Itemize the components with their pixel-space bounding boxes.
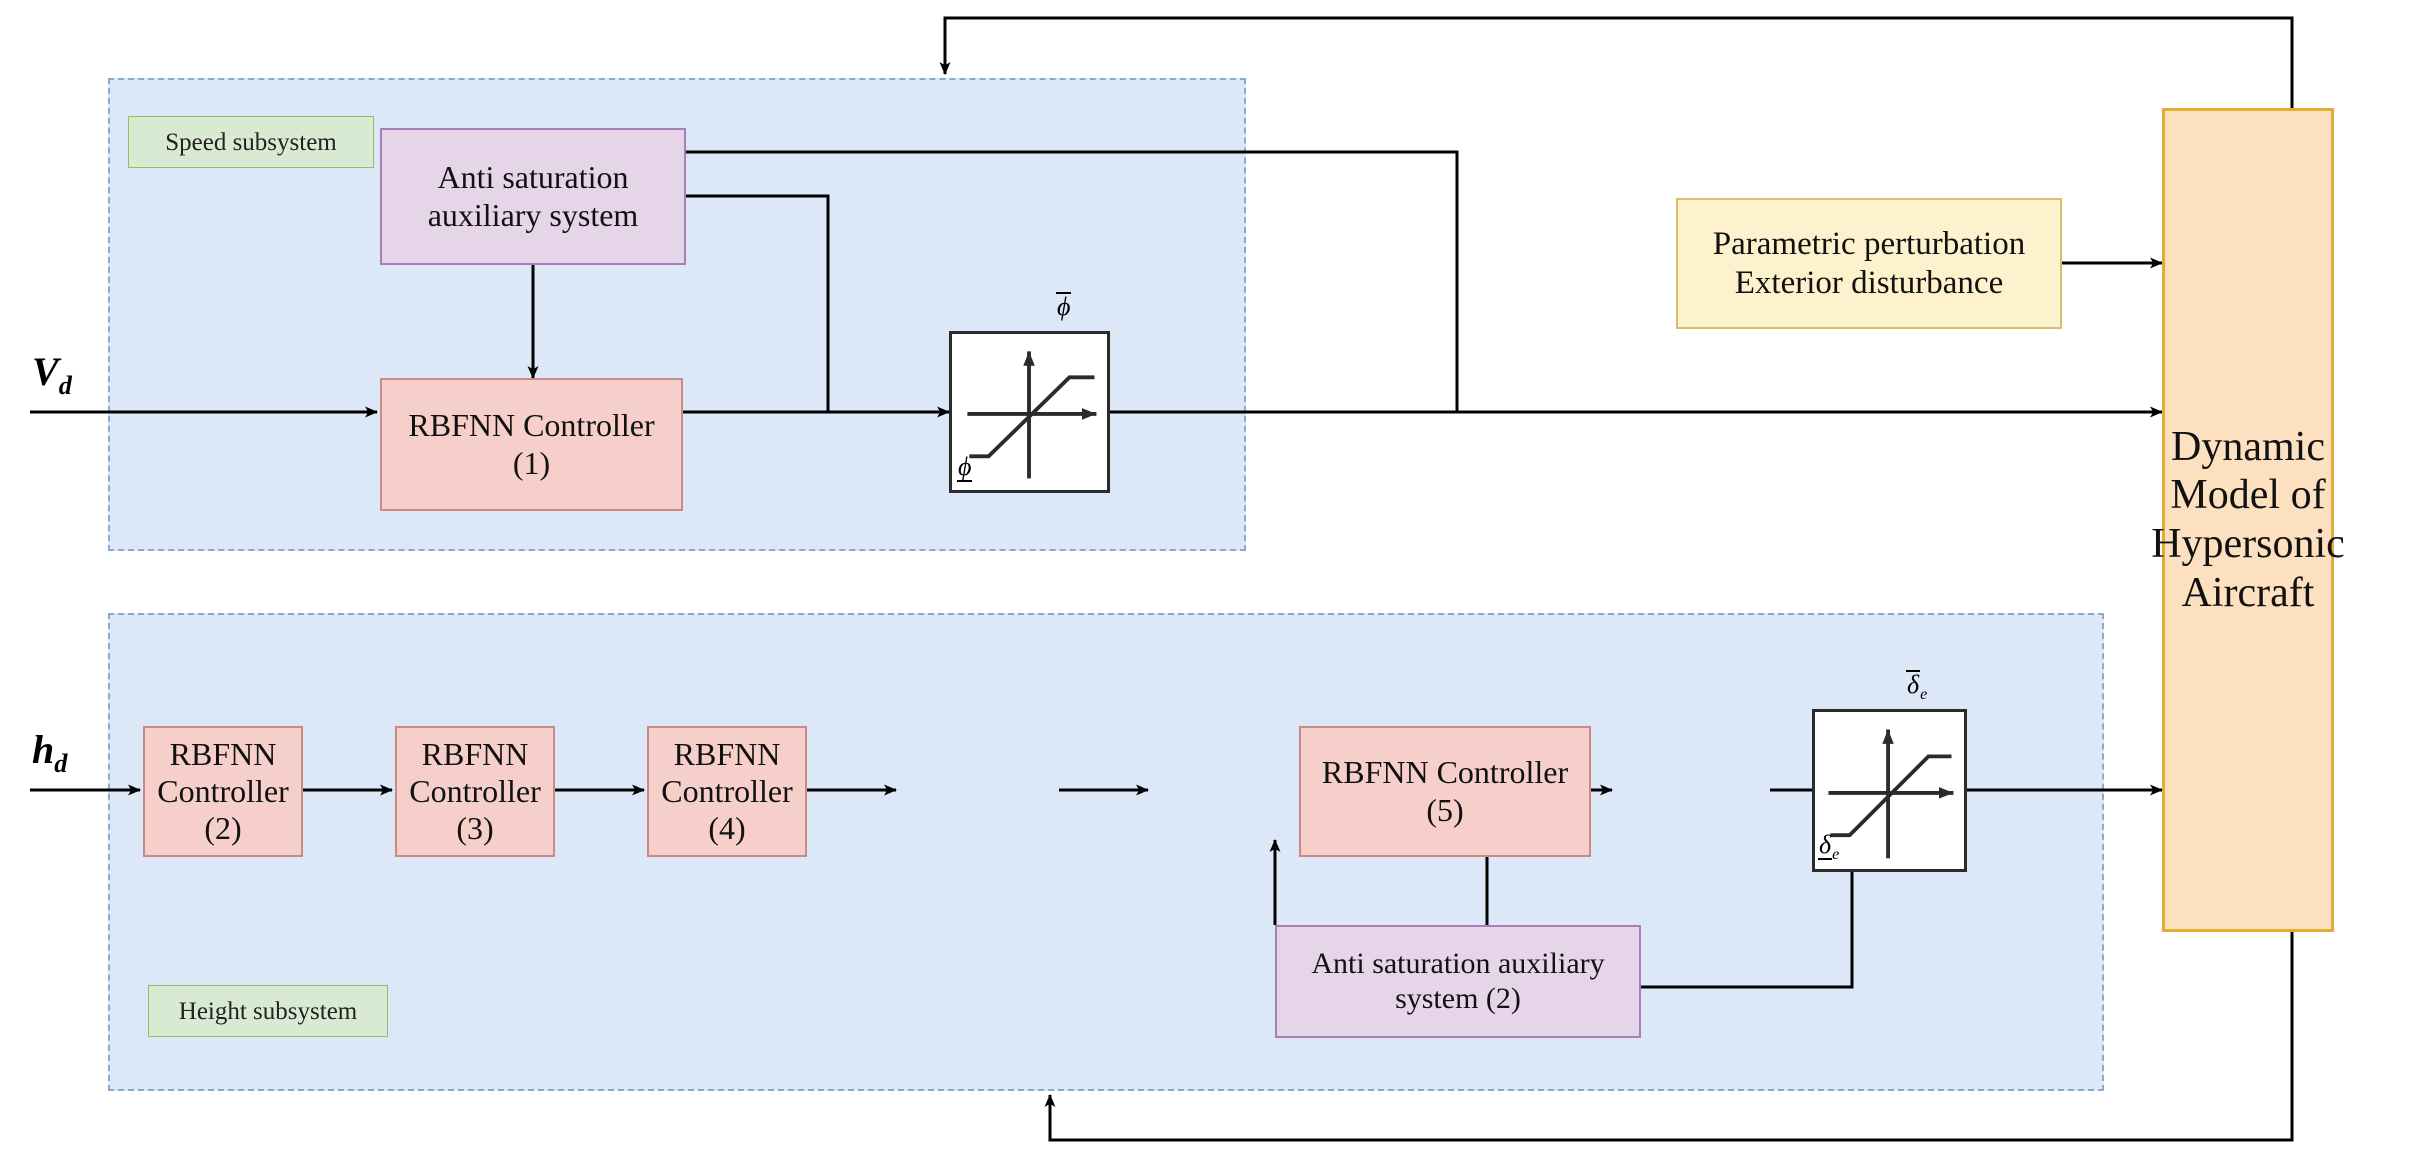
saturation-curve-phi xyxy=(967,351,1097,479)
saturation-lower-limit-delta-e: δe xyxy=(1818,830,1840,864)
height-reference-symbol: h xyxy=(32,727,55,772)
rbfnn-controller-4-index: (4) xyxy=(708,810,746,847)
rbfnn-controller-5-label: RBFNN Controller xyxy=(1321,754,1569,791)
speed-reference-signal: Vd xyxy=(32,348,72,401)
anti-saturation-block-1[interactable]: Anti saturation auxiliary system xyxy=(380,128,686,265)
rbfnn-controller-2-index: (2) xyxy=(204,810,242,847)
speed-reference-subscript: d xyxy=(58,370,72,400)
height-subsystem-tag: Height subsystem xyxy=(148,985,388,1037)
rbfnn-controller-3-label: RBFNN Controller xyxy=(409,735,541,809)
disturbance-line-1: Parametric perturbation xyxy=(1712,226,2026,263)
rbfnn-controller-5[interactable]: RBFNN Controller (5) xyxy=(1299,726,1591,857)
speed-reference-symbol: V xyxy=(32,349,59,394)
rbfnn-controller-4-label: RBFNN Controller xyxy=(661,735,793,809)
rbfnn-controller-1-label: RBFNN Controller xyxy=(408,407,655,444)
rbfnn-controller-1-index: (1) xyxy=(512,444,551,481)
rbfnn-controller-2-label: RBFNN Controller xyxy=(157,735,289,809)
saturation-block-delta-e[interactable] xyxy=(1812,709,1967,872)
saturation-upper-limit-phi: ϕ xyxy=(1056,292,1072,321)
rbfnn-controller-1[interactable]: RBFNN Controller (1) xyxy=(380,378,683,511)
saturation-curve-delta-e xyxy=(1828,729,1954,859)
rbfnn-controller-3-index: (3) xyxy=(456,810,494,847)
saturation-upper-limit-delta-e: δe xyxy=(1906,670,1928,704)
disturbance-line-2: Exterior disturbance xyxy=(1734,264,2004,301)
anti-saturation-2-line-2: system (2) xyxy=(1395,981,1521,1015)
rbfnn-controller-5-index: (5) xyxy=(1426,791,1464,828)
plant-dynamic-model-block[interactable]: Dynamic Model of Hypersonic Aircraft xyxy=(2151,108,2345,932)
plant-line-2: Model of xyxy=(2170,472,2326,519)
anti-saturation-2-line-1: Anti saturation auxiliary xyxy=(1311,946,1605,980)
plant-line-1: Dynamic xyxy=(2171,423,2325,470)
speed-subsystem-tag: Speed subsystem xyxy=(128,116,374,168)
plant-line-3: Hypersonic xyxy=(2151,521,2345,567)
plant-line-4: Aircraft xyxy=(2181,569,2315,616)
saturation-block-phi[interactable] xyxy=(949,331,1110,493)
height-reference-signal: hd xyxy=(32,726,67,779)
saturation-lower-limit-phi: ϕ xyxy=(957,452,973,482)
rbfnn-controller-2[interactable]: RBFNN Controller (2) xyxy=(143,726,303,857)
disturbance-block[interactable]: Parametric perturbation Exterior disturb… xyxy=(1676,198,2062,329)
height-reference-subscript: d xyxy=(54,748,68,778)
rbfnn-controller-3[interactable]: RBFNN Controller (3) xyxy=(395,726,555,857)
rbfnn-controller-4[interactable]: RBFNN Controller (4) xyxy=(647,726,807,857)
anti-saturation-block-2[interactable]: Anti saturation auxiliary system (2) xyxy=(1275,925,1641,1038)
